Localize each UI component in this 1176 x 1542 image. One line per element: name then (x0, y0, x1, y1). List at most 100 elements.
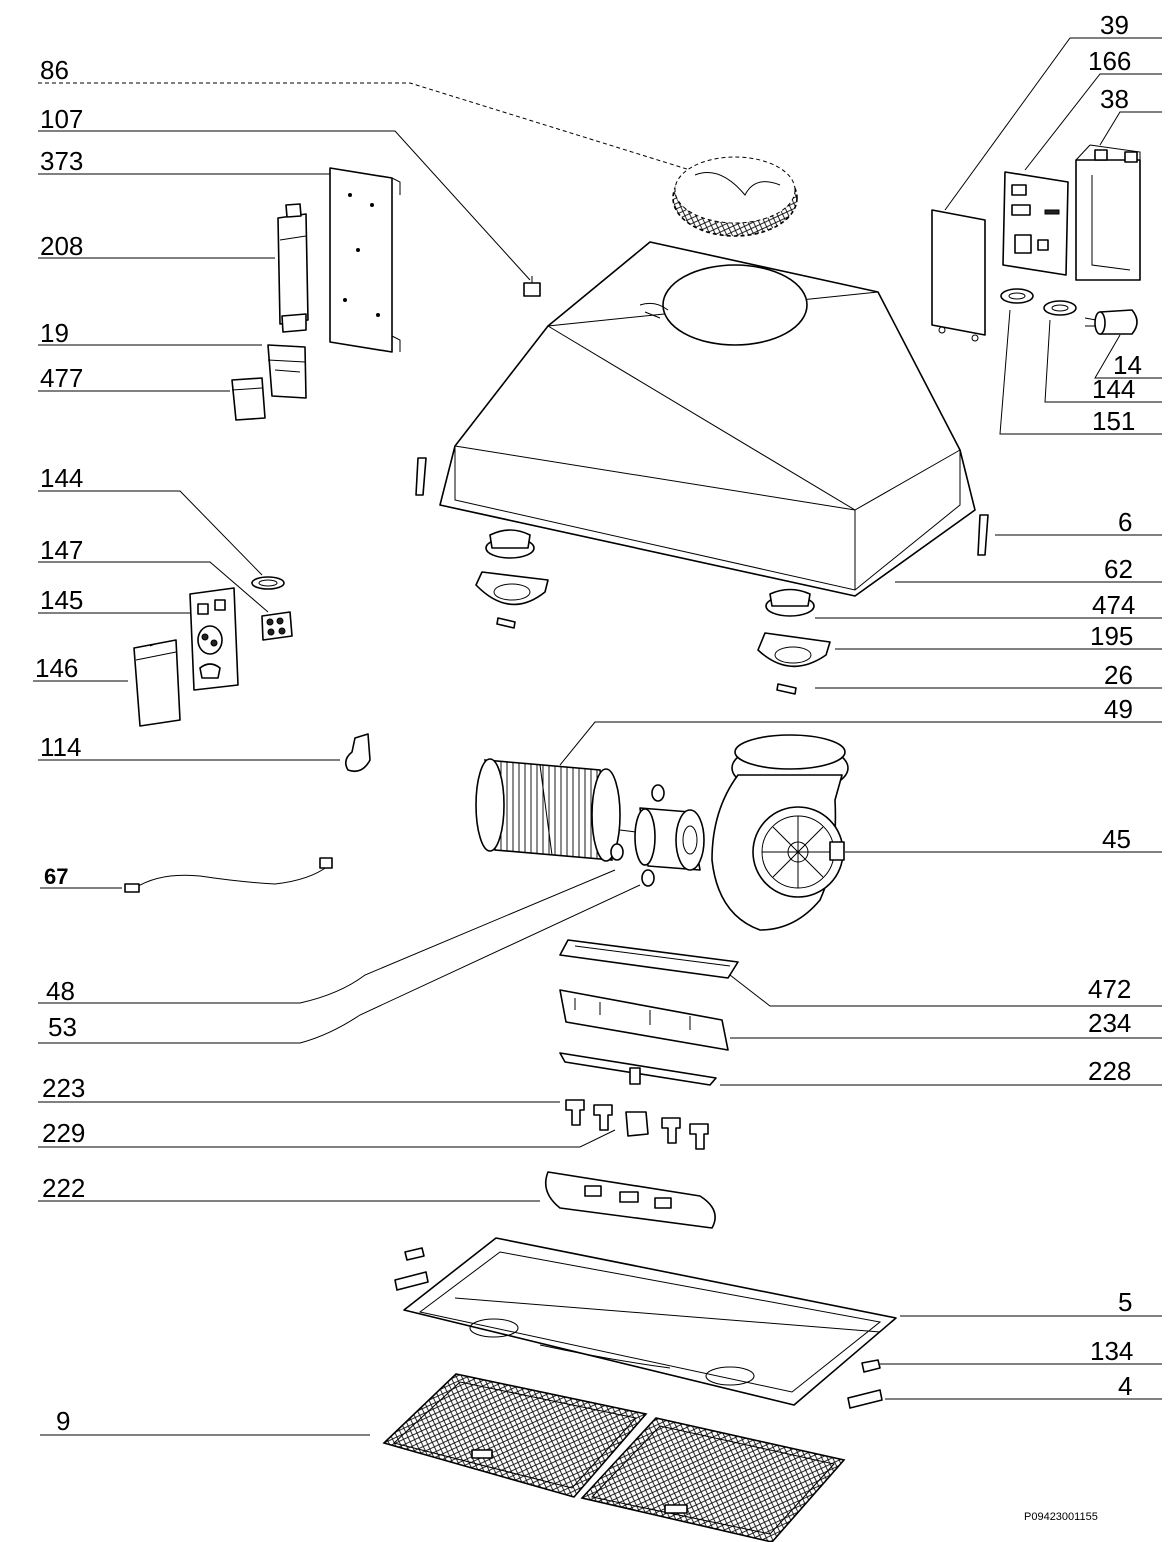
label-134: 134 (1090, 1336, 1133, 1366)
part-234-switch-bracket (559, 989, 729, 1051)
part-19-bracket (267, 344, 307, 399)
part-38-pcb-housing (1075, 144, 1141, 281)
callout-86: 86 (38, 55, 691, 171)
callout-14: 14 (1094, 334, 1162, 380)
part-144-grommet-right (1043, 300, 1077, 316)
drawing-code: P09423001155 (1024, 1511, 1098, 1523)
callout-222: 222 (38, 1173, 540, 1203)
label-151: 151 (1092, 406, 1135, 436)
callout-39: 39 (944, 10, 1162, 211)
callout-234: 234 (730, 1008, 1162, 1039)
part-6-side-clip (415, 457, 989, 556)
label-144-right: 144 (1092, 374, 1135, 404)
callout-145: 145 (38, 585, 190, 615)
label-67: 67 (44, 864, 68, 889)
part-474-lamp-socket-left (475, 529, 549, 629)
label-144-left: 144 (40, 463, 83, 493)
label-472: 472 (1088, 974, 1131, 1004)
part-14-capacitor (1084, 309, 1138, 335)
label-147: 147 (40, 535, 83, 565)
part-49-fan-wheel (475, 758, 621, 862)
label-474: 474 (1092, 590, 1135, 620)
callout-147: 147 (38, 535, 269, 613)
callout-67: 67 (40, 864, 122, 889)
part-222-control-panel (544, 1171, 716, 1229)
part-9-grease-filter-right (580, 1417, 846, 1542)
callout-223: 223 (38, 1073, 560, 1103)
callout-472: 472 (729, 974, 1162, 1007)
part-86-round-filter (672, 156, 798, 237)
part-145-switch-panel (189, 587, 239, 691)
callout-144-right: 144 (1044, 319, 1162, 404)
callout-48: 48 (38, 869, 616, 1006)
callout-208: 208 (38, 231, 275, 261)
part-373-mounting-plate (329, 167, 401, 353)
label-53: 53 (48, 1012, 77, 1042)
part-151-grommet (1000, 288, 1034, 304)
label-9: 9 (56, 1406, 70, 1436)
part-146-switch-cover (133, 639, 181, 727)
callout-134: 134 (880, 1336, 1162, 1366)
part-208-ballast (277, 203, 309, 333)
callout-166: 166 (1024, 46, 1162, 171)
callout-477: 477 (38, 363, 230, 393)
label-48: 48 (46, 976, 75, 1006)
label-373: 373 (40, 146, 83, 176)
label-14: 14 (1113, 350, 1142, 380)
label-6: 6 (1118, 507, 1132, 537)
label-19: 19 (40, 318, 69, 348)
label-208: 208 (40, 231, 83, 261)
label-86: 86 (40, 55, 69, 85)
label-195: 195 (1090, 621, 1133, 651)
callout-4: 4 (885, 1371, 1162, 1401)
label-107: 107 (40, 104, 83, 134)
callout-151: 151 (999, 309, 1162, 436)
callout-49: 49 (559, 694, 1162, 766)
part-147-terminal-block (261, 611, 293, 641)
label-39: 39 (1100, 10, 1129, 40)
part-4-clip (394, 1271, 883, 1409)
callout-228: 228 (720, 1056, 1162, 1086)
callout-62: 62 (895, 554, 1162, 584)
label-45: 45 (1102, 824, 1131, 854)
label-38: 38 (1100, 84, 1129, 114)
label-234: 234 (1088, 1008, 1131, 1038)
label-145: 145 (40, 585, 83, 615)
callout-5: 5 (900, 1287, 1162, 1317)
part-134-clip (404, 1247, 881, 1373)
label-49: 49 (1104, 694, 1133, 724)
part-472-rail (559, 939, 739, 979)
callout-53: 53 (38, 884, 641, 1044)
label-114: 114 (40, 732, 81, 762)
label-166: 166 (1088, 46, 1131, 76)
callout-45: 45 (845, 824, 1162, 854)
part-107-clip (523, 276, 541, 297)
label-62: 62 (1104, 554, 1133, 584)
label-26: 26 (1104, 660, 1133, 690)
part-114-hook (344, 733, 371, 773)
label-4: 4 (1118, 1371, 1132, 1401)
label-223: 223 (42, 1073, 85, 1103)
part-474-lamp-socket-right (757, 588, 831, 695)
callout-474: 474 (815, 590, 1162, 620)
callout-146: 146 (33, 653, 128, 683)
part-53-bush (641, 869, 655, 887)
callout-107: 107 (38, 104, 531, 281)
part-228-button-bar (559, 1052, 717, 1086)
callout-373: 373 (38, 146, 330, 176)
part-166-control-board (1002, 171, 1069, 276)
part-motor (619, 807, 705, 871)
part-67-cable (124, 857, 333, 893)
callout-38: 38 (1099, 84, 1162, 146)
part-144-grommet-left (251, 576, 285, 590)
part-62-hood-body (439, 241, 976, 597)
label-228: 228 (1088, 1056, 1131, 1086)
callout-26: 26 (815, 660, 1162, 690)
label-229: 229 (42, 1118, 85, 1148)
label-477: 477 (40, 363, 83, 393)
callout-6: 6 (995, 507, 1162, 537)
callout-229: 229 (38, 1118, 616, 1148)
callout-9: 9 (40, 1406, 370, 1436)
part-5-frame (403, 1237, 897, 1406)
part-9-grease-filter-left (382, 1373, 648, 1498)
